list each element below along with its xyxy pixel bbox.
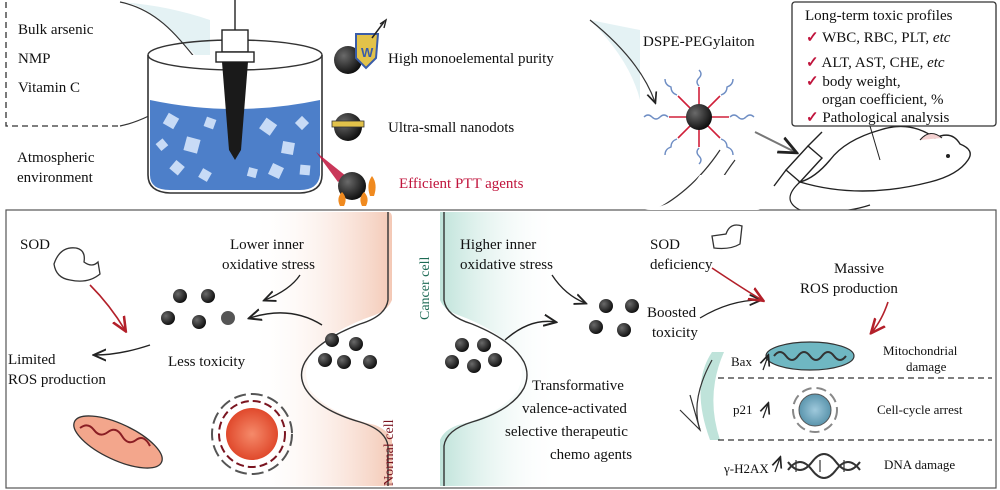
input-vitamin-c: Vitamin C <box>18 80 81 96</box>
p21-label: p21 <box>733 402 753 417</box>
peg-funnel <box>590 20 640 100</box>
profile-pointer <box>869 125 881 161</box>
inputs-funnel <box>120 2 210 70</box>
toxic-profiles-box <box>791 1 997 127</box>
cell-cycle-icon <box>792 387 838 433</box>
toxic-item-3: ✓ body weight, <box>806 74 901 90</box>
junction-dots-cancer <box>445 338 502 373</box>
cancer-stress-line2: oxidative stress <box>460 257 553 273</box>
transform-line1: Transformative <box>532 378 624 394</box>
toxic-profiles-title: Long-term toxic profiles <box>805 8 953 24</box>
feature-ptt: Efficient PTT agents <box>399 176 524 192</box>
cancer-boosted-line1: Boosted <box>647 305 697 321</box>
cancer-stress-line1: Higher inner <box>460 237 537 253</box>
toxic-item-2: ✓ ALT, AST, CHE, etc <box>806 55 945 71</box>
feature-nanodots: Ultra-small nanodots <box>388 120 515 136</box>
dna-icon <box>787 453 861 479</box>
cancer-boosted-line2: toxicity <box>652 325 698 341</box>
toxic-item-1: ✓ WBC, RBC, PLT, etc <box>806 30 951 46</box>
normal-stress-line2: oxidative stress <box>222 257 315 273</box>
peg-to-syringe-arrow <box>754 131 795 152</box>
sod-arm-icon-cancer <box>711 224 743 250</box>
mitochondrion-damaged-icon <box>765 341 855 371</box>
sod-arm-icon-normal <box>53 247 101 282</box>
ros-red-arrow <box>872 301 889 332</box>
toxic-item-5: ✓ Pathological analysis <box>806 110 950 126</box>
normal-cell-label: Normal cell <box>382 419 397 486</box>
mitochondrion-normal-icon <box>73 415 163 469</box>
check-icon: ✓ <box>806 55 819 71</box>
sod-red-arrow-cancer <box>711 267 762 300</box>
transform-funnel <box>700 352 724 440</box>
syringe-mouse <box>773 125 971 213</box>
normal-stress-line1: Lower inner <box>230 237 304 253</box>
atmosphere-line2: environment <box>17 170 93 186</box>
normal-less-toxicity: Less toxicity <box>168 354 246 370</box>
normal-cell-region <box>250 212 392 486</box>
sod-red-arrow-normal <box>89 284 125 330</box>
check-icon: ✓ <box>806 30 819 46</box>
input-bulk-arsenic: Bulk arsenic <box>18 22 94 38</box>
atmosphere-line1: Atmospheric <box>17 150 95 166</box>
cancer-cell-region <box>440 212 560 486</box>
normal-cell-nucleus-icon <box>211 393 293 475</box>
cancer-ros-line2: ROS production <box>800 281 898 297</box>
nanodots-icon <box>331 113 365 141</box>
check-icon: ✓ <box>806 110 819 126</box>
transform-line4: chemo agents <box>550 447 633 463</box>
cancer-cell-label: Cancer cell <box>418 256 433 320</box>
check-icon: ✓ <box>806 74 819 90</box>
inputs-bracket <box>5 2 120 127</box>
toxic-item-4: organ coefficient, % <box>822 92 944 108</box>
junction-dots-normal <box>318 333 377 369</box>
beaker <box>147 0 323 194</box>
ptt-icon <box>316 152 376 206</box>
dna-label: DNA damage <box>884 457 956 472</box>
cancer-ros-line1: Massive <box>834 261 884 277</box>
input-nmp: NMP <box>18 51 51 67</box>
h2ax-label: γ-H2AX <box>724 461 769 476</box>
cellcycle-label: Cell-cycle arrest <box>877 402 963 417</box>
purity-icon: W <box>334 18 388 74</box>
transform-line2: valence-activated <box>522 401 627 417</box>
normal-limited-line1: Limited <box>8 352 56 368</box>
mito-line1: Mitochondrial <box>883 343 958 358</box>
normal-sod-label: SOD <box>20 237 51 253</box>
normal-limited-line2: ROS production <box>8 372 106 388</box>
transform-line3: selective therapeutic <box>505 424 628 440</box>
peg-label: DSPE-PEGylaiton <box>643 34 755 50</box>
cancer-sod-line2: deficiency <box>650 257 713 273</box>
normal-dots <box>161 289 235 329</box>
mito-line2: damage <box>906 359 947 374</box>
feature-purity: High monoelemental purity <box>388 51 554 67</box>
cancer-dots <box>589 299 639 337</box>
cancer-sod-line1: SOD <box>650 237 681 253</box>
bax-label: Bax <box>731 354 752 369</box>
pegylated-nanoparticle <box>643 69 755 165</box>
svg-text:W: W <box>361 45 374 60</box>
